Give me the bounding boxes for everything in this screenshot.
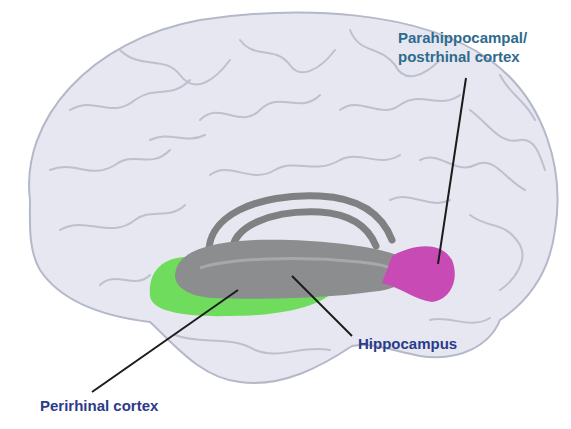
brain-outline: [29, 13, 557, 383]
region-label: Hippocampus: [358, 334, 488, 353]
brain-gyri: [50, 30, 545, 354]
parahippocampal-region: [382, 246, 455, 302]
hippocampus-highlight: [200, 259, 400, 274]
region-label: Parahippocampal/ postrhinal cortex: [398, 28, 548, 66]
region-label: Perirhinal cortex: [40, 396, 210, 415]
hippocampus-region: [175, 240, 414, 299]
